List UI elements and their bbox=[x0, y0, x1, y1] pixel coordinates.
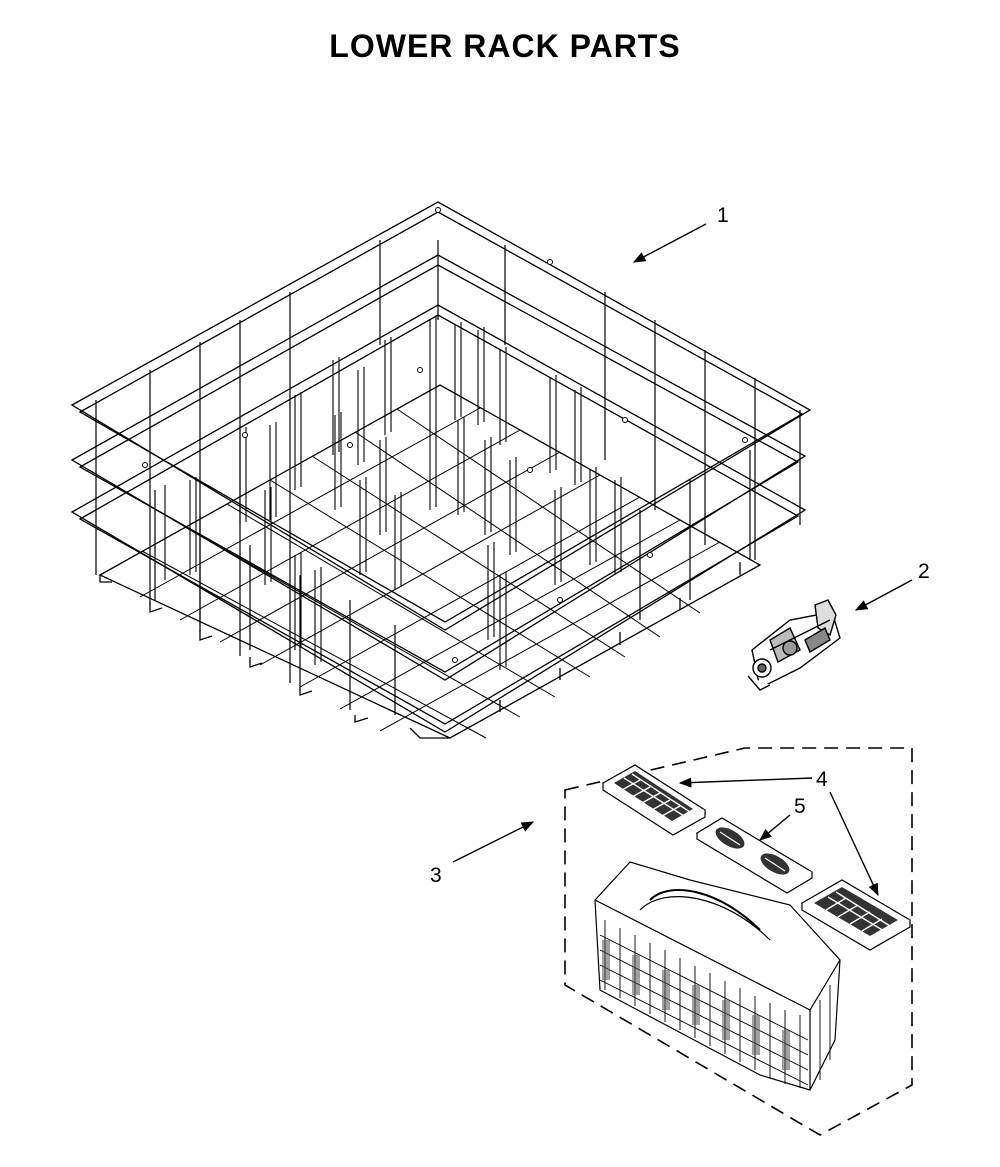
lower-rack-drawing bbox=[70, 201, 812, 739]
silverware-basket-drawing bbox=[594, 861, 841, 1091]
basket-lid-right-drawing bbox=[800, 879, 912, 951]
callout-number-3: 3 bbox=[430, 864, 442, 887]
silverware-basket-boundary bbox=[564, 747, 913, 1136]
leader-3 bbox=[452, 821, 535, 863]
leader-5 bbox=[759, 814, 791, 841]
callout-number-4: 4 bbox=[816, 768, 828, 791]
callout-number-2: 2 bbox=[918, 560, 930, 583]
callout-number-5: 5 bbox=[794, 795, 806, 818]
basket-lid-left-drawing bbox=[601, 764, 707, 836]
basket-lid-center-drawing bbox=[695, 817, 814, 894]
leader-4a bbox=[678, 777, 813, 788]
page-title: LOWER RACK PARTS bbox=[329, 28, 681, 64]
leader-1 bbox=[632, 223, 707, 263]
rack-roller-drawing bbox=[747, 599, 841, 691]
callout-leaders bbox=[452, 223, 913, 897]
leader-4b bbox=[829, 791, 879, 897]
leader-2 bbox=[854, 579, 913, 611]
callout-number-1: 1 bbox=[717, 204, 729, 227]
